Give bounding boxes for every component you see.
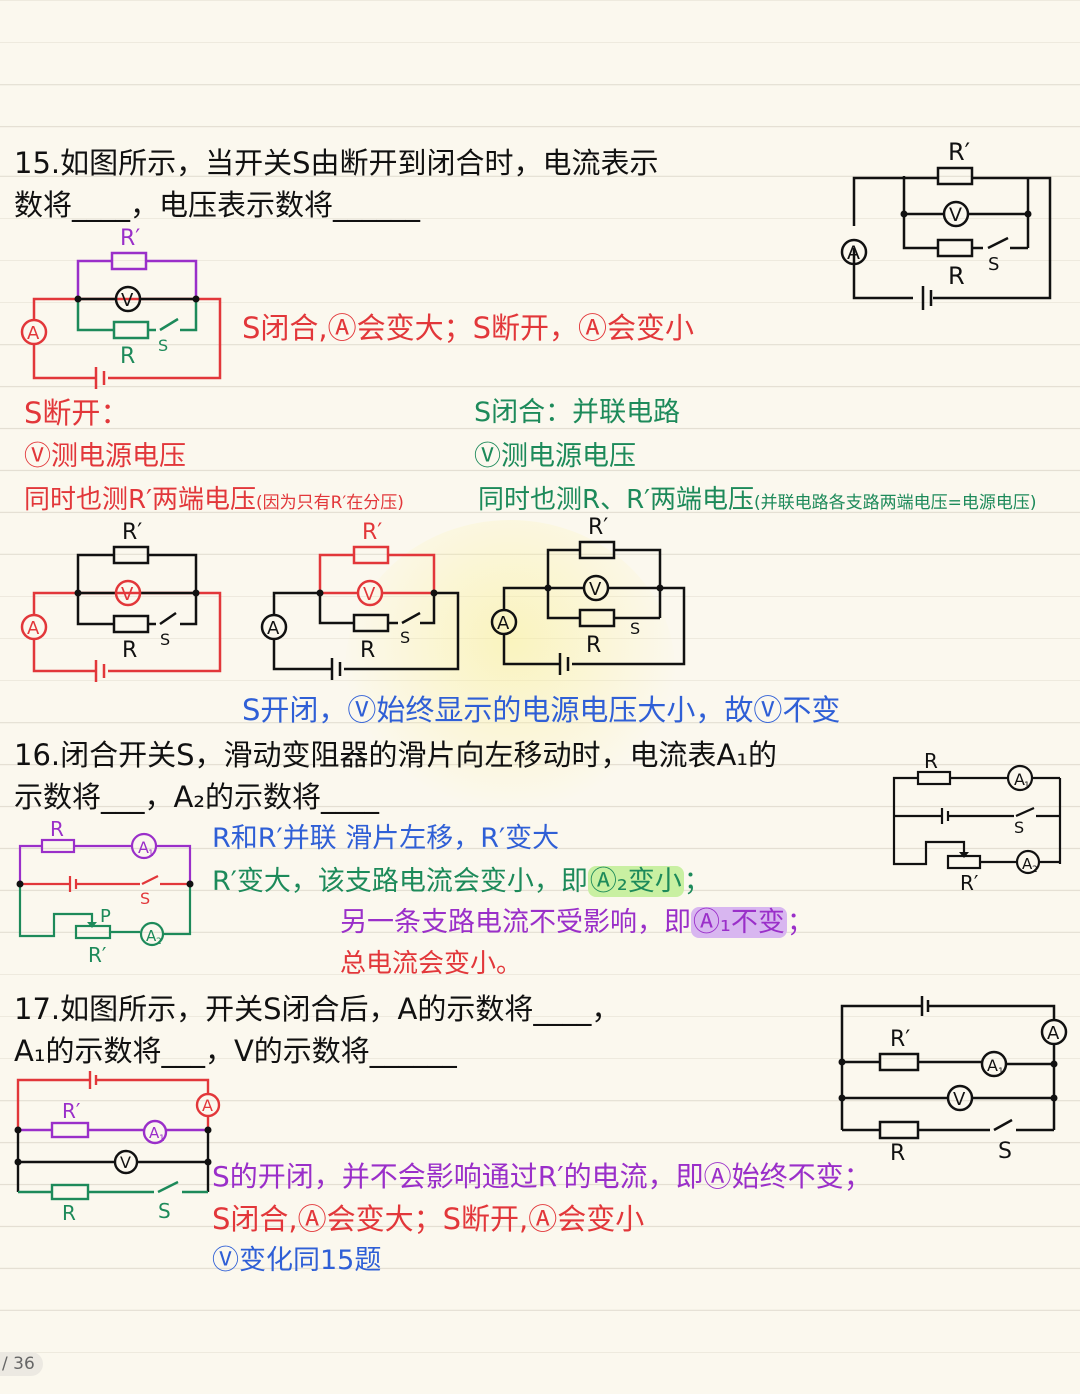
sk3-s-label: S xyxy=(630,619,640,638)
q17-ann-a1-label: A xyxy=(149,1124,160,1142)
q17-note1: S的开闭，并不会影响通过R′的电流，即Ⓐ始终不变； xyxy=(212,1160,872,1193)
q17-annotated-circuit: R′ R S A A 1 V xyxy=(14,1071,221,1225)
q16-question-line2: 示数将___，A₂的示数将____ xyxy=(14,780,379,814)
q15-closed-title: S闭合：并联电路 xyxy=(474,397,681,428)
q16-annotated-circuit: R A 1 S P A 2 R′ xyxy=(16,817,194,967)
sk1-r-label: R xyxy=(122,638,137,663)
q16-note3-text: 另一条支路电流不受影响，即 xyxy=(340,907,691,938)
q15-ann-voltmeter-label: V xyxy=(121,290,134,311)
q17-question-line1: 17.如图所示，开关S闭合后，A的示数将____， xyxy=(14,992,621,1026)
page-counter: / 36 xyxy=(0,1352,43,1376)
q15-sketch-closed-1: R′ R S A V xyxy=(260,520,460,680)
q17-note2: S闭合,Ⓐ会变大；S断开,Ⓐ会变小 xyxy=(212,1202,645,1236)
q15-question-line2: 数将____，电压表示数将______ xyxy=(14,188,421,222)
q16-note3: 另一条支路电流不受影响，即Ⓐ₁不变； xyxy=(340,907,814,938)
q15-reference-circuit: R′ R S A V xyxy=(840,138,1052,310)
q15-ref-r-label: R xyxy=(948,262,965,290)
q15-ann-ammeter-label: A xyxy=(27,323,40,344)
sk1-rprime-label: R′ xyxy=(122,520,142,545)
q16-ref-rprime-label: R′ xyxy=(960,871,979,895)
q16-ref-a2-sub: 2 xyxy=(1032,865,1038,875)
q16-ann-a2-label: A xyxy=(146,927,157,945)
q17-ann-s-label: S xyxy=(158,1199,171,1223)
q17-note3: Ⓥ变化同15题 xyxy=(212,1245,382,1276)
q17-ref-a1-sub: 1 xyxy=(998,1067,1004,1077)
sk1-ammeter-label: A xyxy=(27,618,40,639)
q17-ann-v-label: V xyxy=(120,1153,131,1172)
q17-ann-a1-sub: 1 xyxy=(159,1134,165,1144)
q16-ann-r-label: R xyxy=(50,817,64,841)
sk2-r-label: R xyxy=(360,638,375,663)
q15-ann-s-label: S xyxy=(158,336,168,355)
q17-ann-a-label: A xyxy=(202,1096,213,1115)
q15-sketch-closed-2: R′ R S A V xyxy=(490,515,686,675)
q15-open-title: S断开： xyxy=(24,396,130,430)
sk3-voltmeter-label: V xyxy=(589,579,602,600)
sk3-r-label: R xyxy=(586,633,601,658)
q15-ref-s-label: S xyxy=(988,254,999,275)
q15-open-also-text: 同时也测R′两端电压 xyxy=(24,485,256,515)
q15-answer: S闭合,Ⓐ会变大；S断开，Ⓐ会变小 xyxy=(242,311,695,345)
q15-ann-rprime-label: R′ xyxy=(120,226,140,251)
q15-closed-voltmeter: Ⓥ测电源电压 xyxy=(474,441,636,472)
q17-question-line2: A₁的示数将___，V的示数将______ xyxy=(14,1034,457,1068)
q17-ann-rprime-label: R′ xyxy=(62,1099,81,1123)
q15-closed-also: 同时也测R、R′两端电压(并联电路各支路两端电压=电源电压) xyxy=(478,486,1037,515)
q16-note2-text: R′变大，该支路电流会变小，即 xyxy=(212,866,588,897)
q16-ann-rprime-label: R′ xyxy=(88,943,107,967)
sk2-ammeter-label: A xyxy=(267,618,280,639)
sk2-rprime-label: R′ xyxy=(362,520,382,545)
q15-ref-ammeter-label: A xyxy=(847,242,860,264)
q16-note2-end: ； xyxy=(683,866,711,897)
q17-ref-rprime-label: R′ xyxy=(890,1027,910,1052)
q15-open-also: 同时也测R′两端电压(因为只有R′在分压) xyxy=(24,486,404,515)
q15-closed-also-text: 同时也测R、R′两端电压 xyxy=(478,485,755,515)
q16-ann-a1-sub: 1 xyxy=(148,849,154,859)
q17-ref-s-label: S xyxy=(998,1139,1012,1164)
q15-conclusion: S开闭，Ⓥ始终显示的电源电压大小，故Ⓥ不变 xyxy=(242,693,841,727)
q15-annotated-circuit: R′ R S A V xyxy=(20,226,222,389)
q16-ref-a1-label: A xyxy=(1014,770,1025,789)
q16-note2-highlight: Ⓐ₂变小 xyxy=(587,866,684,897)
q15-closed-reason: (并联电路各支路两端电压=电源电压) xyxy=(754,493,1037,513)
q17-reference-circuit: R′ R S A A 1 V xyxy=(838,996,1068,1166)
q16-ann-p-label: P xyxy=(100,906,111,927)
q16-note1: R和R′并联 滑片左移，R′变大 xyxy=(212,823,560,854)
q17-ref-a1-label: A xyxy=(987,1056,998,1075)
q16-note3-end: ； xyxy=(786,907,814,938)
q15-ref-voltmeter-label: V xyxy=(949,204,962,226)
sk3-ammeter-label: A xyxy=(497,613,510,634)
q16-ref-s-label: S xyxy=(1014,818,1024,837)
q16-ann-a2-sub: 2 xyxy=(156,937,162,947)
q15-sketch-open: R′ R S A V xyxy=(20,520,222,682)
q16-note4: 总电流会变小。 xyxy=(340,949,523,979)
q16-note3-highlight: Ⓐ₁不变 xyxy=(691,907,787,938)
sk1-voltmeter-label: V xyxy=(121,584,134,605)
q15-open-voltmeter: Ⓥ测电源电压 xyxy=(24,441,186,472)
q16-ref-a2-label: A xyxy=(1022,855,1033,873)
sk2-voltmeter-label: V xyxy=(363,584,376,605)
sk2-s-label: S xyxy=(400,628,410,647)
q17-ref-v-label: V xyxy=(953,1089,966,1110)
q17-ref-a-label: A xyxy=(1047,1023,1060,1044)
q17-ref-r-label: R xyxy=(890,1141,905,1166)
q15-ann-r-label: R xyxy=(120,344,135,369)
q16-reference-circuit: R A 1 S A 2 R′ xyxy=(892,749,1062,895)
q16-question-line1: 16.闭合开关S，滑动变阻器的滑片向左移动时，电流表A₁的 xyxy=(14,738,777,772)
q16-ann-a1-label: A xyxy=(138,838,149,857)
q15-question-line1: 15.如图所示，当开关S由断开到闭合时，电流表示 xyxy=(14,146,659,180)
q16-ref-a1-sub: 1 xyxy=(1024,781,1030,791)
q15-ref-rprime-label: R′ xyxy=(948,138,970,166)
q16-note2: R′变大，该支路电流会变小，即Ⓐ₂变小； xyxy=(212,866,711,897)
q16-ann-s-label: S xyxy=(140,889,150,908)
sk3-rprime-label: R′ xyxy=(588,515,608,540)
q17-ann-r-label: R xyxy=(62,1201,76,1225)
q15-open-reason: (因为只有R′在分压) xyxy=(255,493,404,513)
q16-ref-r-label: R xyxy=(924,749,938,773)
sk1-s-label: S xyxy=(160,630,170,649)
